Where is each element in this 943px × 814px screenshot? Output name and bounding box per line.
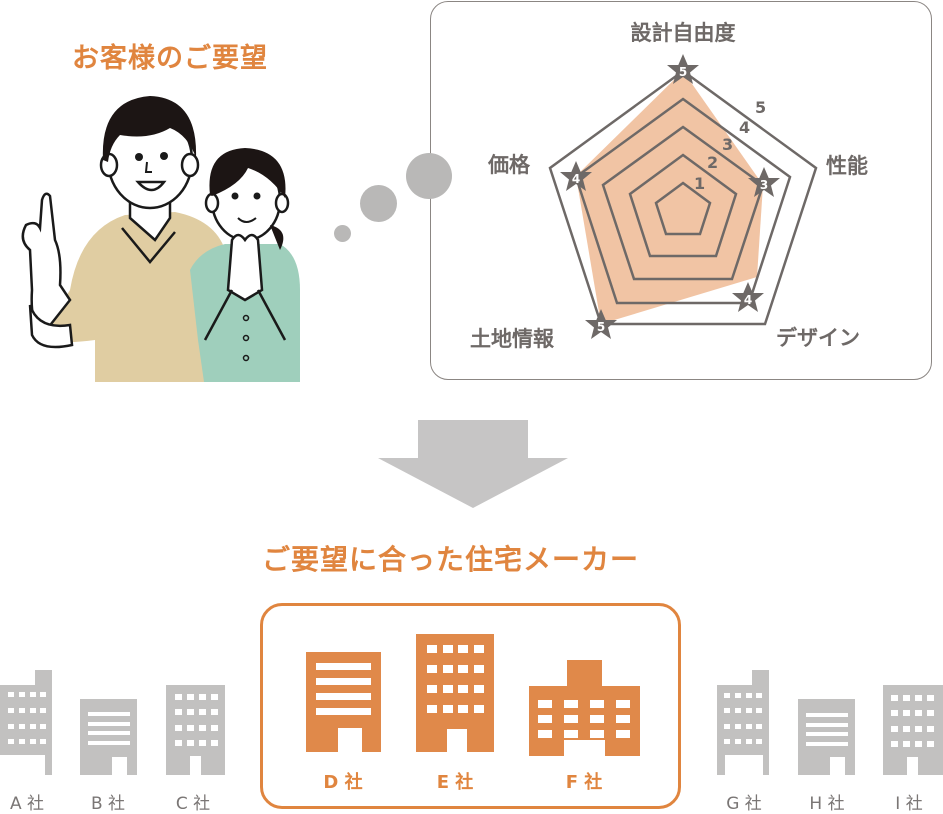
axis-label-price: 価格 bbox=[487, 153, 531, 177]
building-icon bbox=[883, 685, 943, 775]
building-icon bbox=[717, 670, 769, 775]
thought-bubble-large bbox=[406, 153, 452, 199]
star-icon bbox=[667, 54, 699, 84]
radar-chart: 1 2 3 4 5 5 3 4 5 4 設計自由度 性能 デザイン 土地情報 価… bbox=[470, 21, 868, 351]
scale-label-3: 3 bbox=[722, 135, 733, 154]
radar-scale-labels: 1 2 3 4 5 bbox=[694, 98, 766, 193]
axis-label-land-info: 土地情報 bbox=[470, 327, 555, 351]
building-icon bbox=[416, 634, 494, 752]
marker-value: 3 bbox=[760, 178, 768, 192]
scale-label-5: 5 bbox=[755, 98, 766, 117]
matched-companies bbox=[306, 634, 640, 756]
company-label-f: F 社 bbox=[565, 772, 603, 793]
marker-value: 5 bbox=[597, 320, 605, 334]
radar-grid-inner bbox=[574, 97, 792, 305]
axis-label-performance: 性能 bbox=[826, 154, 868, 178]
star-icon bbox=[560, 161, 592, 191]
company-label-b: B 社 bbox=[90, 794, 126, 814]
radar-value-area bbox=[576, 71, 763, 324]
building-icon bbox=[798, 699, 855, 775]
scale-label-4: 4 bbox=[739, 118, 750, 137]
matching-makers-title: ご要望に合った住宅メーカー bbox=[262, 543, 640, 576]
radar-marker-values: 5 3 4 5 4 bbox=[572, 65, 768, 334]
company-label-i: I 社 bbox=[895, 794, 923, 814]
axis-label-design-freedom: 設計自由度 bbox=[631, 21, 736, 45]
marker-value: 4 bbox=[572, 172, 580, 186]
other-companies-left bbox=[0, 670, 225, 775]
matched-makers-box bbox=[260, 603, 681, 809]
other-companies-right bbox=[717, 670, 943, 775]
couple-illustration bbox=[21, 96, 300, 382]
radar-markers bbox=[560, 54, 780, 339]
marker-value: 5 bbox=[679, 65, 687, 79]
building-icon bbox=[166, 685, 225, 775]
thought-bubble-small bbox=[334, 225, 351, 242]
building-icon bbox=[529, 660, 640, 756]
company-label-h: H 社 bbox=[809, 794, 845, 814]
star-icon bbox=[585, 309, 617, 339]
building-icon bbox=[306, 652, 381, 752]
star-icon bbox=[748, 167, 780, 197]
thought-bubble-medium bbox=[360, 185, 397, 222]
customer-request-title: お客様のご要望 bbox=[72, 43, 268, 74]
radar-grid bbox=[548, 69, 818, 326]
building-icon bbox=[0, 670, 52, 775]
company-label-c: C 社 bbox=[175, 794, 211, 814]
company-label-d: D 社 bbox=[323, 772, 363, 793]
company-label-g: G 社 bbox=[726, 794, 762, 814]
down-arrow-icon bbox=[378, 420, 568, 508]
building-icon bbox=[80, 699, 137, 775]
scale-label-2: 2 bbox=[707, 153, 718, 172]
marker-value: 4 bbox=[744, 293, 752, 307]
company-label-a: A 社 bbox=[9, 794, 45, 814]
radar-axis-labels: 設計自由度 性能 デザイン 土地情報 価格 bbox=[470, 21, 868, 351]
woman-figure bbox=[190, 148, 300, 382]
company-label-e: E 社 bbox=[436, 772, 474, 793]
axis-label-design: デザイン bbox=[776, 326, 860, 350]
star-icon bbox=[732, 282, 764, 312]
scale-label-1: 1 bbox=[694, 174, 705, 193]
man-figure bbox=[21, 96, 225, 382]
